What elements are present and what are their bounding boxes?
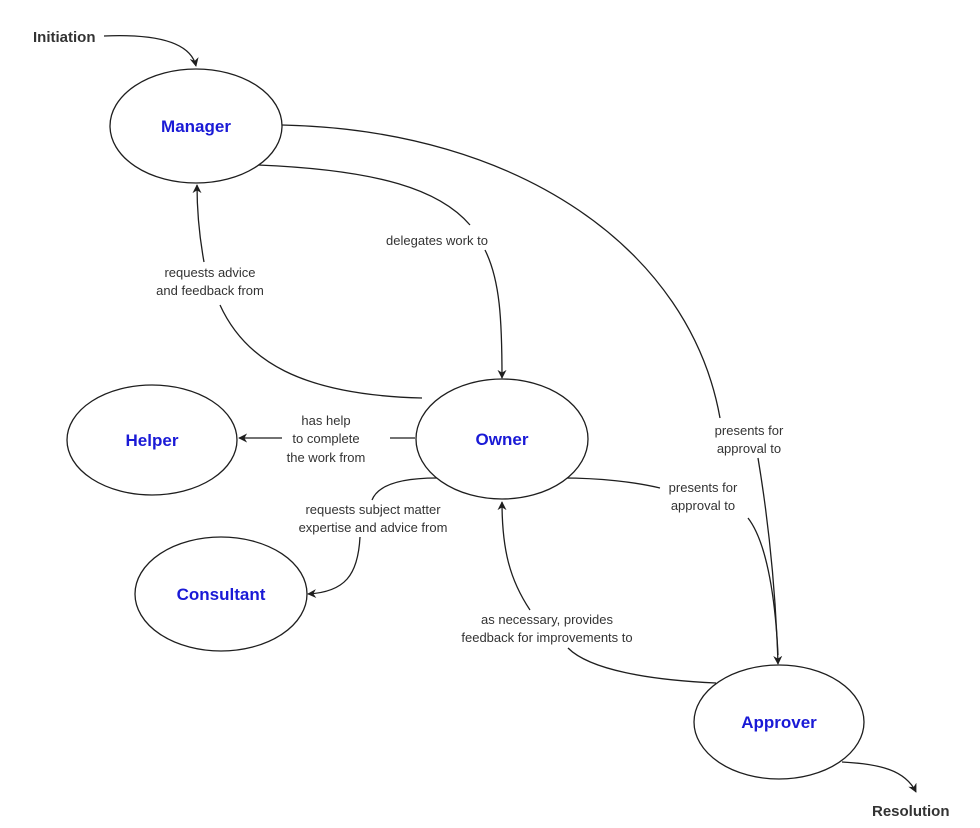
edge-label-line: feedback for improvements to	[461, 630, 632, 645]
edge-initiation-to-manager	[103, 35, 199, 67]
edge-label-line: requests advice	[164, 265, 255, 280]
node-approver-label: Approver	[741, 713, 817, 732]
node-manager[interactable]: Manager	[109, 68, 283, 184]
edge-label-line: and feedback from	[156, 283, 264, 298]
node-approver[interactable]: Approver	[693, 664, 865, 780]
edge-label-line: presents for	[669, 480, 738, 495]
edge-label-feedback: as necessary, provides feedback for impr…	[461, 612, 632, 645]
edge-label-has-help: has help to complete the work from	[287, 413, 366, 465]
node-owner[interactable]: Owner	[415, 378, 589, 500]
terminal-resolution: Resolution	[872, 803, 950, 820]
edge-owner-to-approver-head	[747, 517, 779, 656]
node-owner-label: Owner	[476, 430, 529, 449]
node-consultant-label: Consultant	[177, 585, 266, 604]
node-consultant-shape	[134, 536, 308, 652]
node-consultant[interactable]: Consultant	[134, 536, 308, 652]
edge-approver-to-resolution	[841, 761, 917, 793]
edge-manager-to-owner	[257, 164, 502, 378]
edge-manager-to-approver-head	[757, 457, 783, 665]
node-manager-shape	[109, 68, 283, 184]
edge-owner-to-manager	[197, 185, 423, 399]
node-helper-label: Helper	[126, 431, 179, 450]
node-approver-shape	[693, 664, 865, 780]
edge-label-requests-advice: requests advice and feedback from	[156, 265, 264, 298]
edge-approver-to-owner	[567, 647, 717, 684]
edge-label-line: requests subject matter	[305, 502, 441, 517]
edge-owner-to-consultant-head	[307, 536, 361, 599]
edge-owner-to-approver	[561, 477, 661, 489]
node-owner-shape	[415, 378, 589, 500]
edge-label-line: to complete	[292, 431, 359, 446]
edge-label-line: approval to	[671, 498, 735, 513]
edge-label-line: has help	[301, 413, 350, 428]
node-helper-shape	[66, 384, 238, 496]
edge-manager-to-approver	[281, 124, 721, 419]
edge-label-line: approval to	[717, 441, 781, 456]
node-helper[interactable]: Helper	[66, 384, 238, 496]
edge-label-line: presents for	[715, 423, 784, 438]
edge-label-line: expertise and advice from	[299, 520, 448, 535]
edge-label-line: the work from	[287, 450, 366, 465]
edge-approver-to-owner-head	[497, 501, 531, 611]
edge-label-manager-presents: presents for approval to	[715, 423, 784, 456]
edge-label-subject-matter: requests subject matter expertise and ad…	[299, 502, 448, 535]
node-manager-label: Manager	[161, 117, 231, 136]
edge-owner-to-consultant	[371, 477, 438, 501]
terminal-initiation: Initiation	[33, 29, 96, 46]
edge-label-owner-presents: presents for approval to	[669, 480, 738, 513]
edge-label-delegates: delegates work to	[386, 233, 488, 248]
edge-label-line: as necessary, provides	[481, 612, 613, 627]
edge-label-line: delegates work to	[386, 233, 488, 248]
